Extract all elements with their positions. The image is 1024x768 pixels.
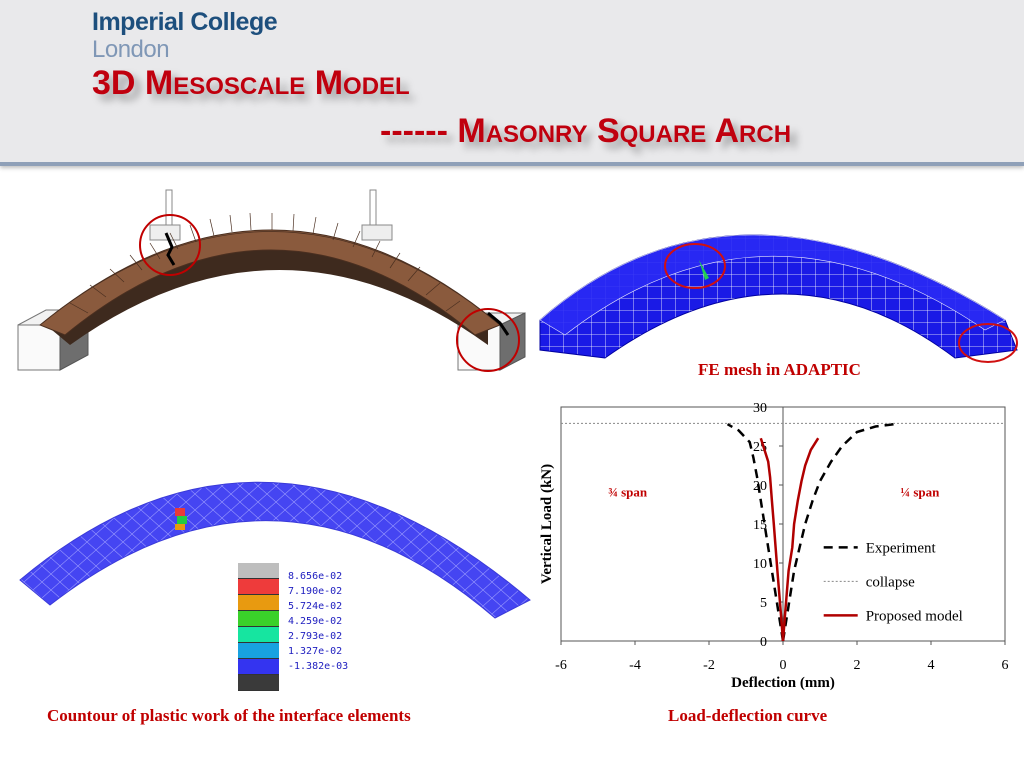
scale-swatch <box>238 611 279 627</box>
x-tick-label: -6 <box>555 658 567 673</box>
y-tick-label: 0 <box>760 635 767 650</box>
scale-swatch <box>238 627 279 643</box>
slide-title: 3D Mesoscale Model <box>92 64 410 102</box>
x-tick-label: 2 <box>854 658 861 673</box>
fe-damage-highlight <box>664 243 726 289</box>
annotation-label: ¾ span <box>608 485 648 500</box>
scale-label: 8.656e-02 <box>288 571 343 582</box>
slide-header: Imperial College London 3D Mesoscale Mod… <box>0 0 1024 166</box>
scale-label: -1.382e-03 <box>288 661 349 672</box>
logo-imperial-college: Imperial College <box>92 8 278 36</box>
scale-swatch <box>238 579 279 595</box>
caption-load-deflection: Load-deflection curve <box>668 706 828 725</box>
scale-swatch <box>238 659 279 675</box>
x-tick-label: -4 <box>629 658 641 673</box>
annotation-label: ¼ span <box>900 485 940 500</box>
scale-swatch <box>238 563 279 579</box>
brick-joints <box>54 212 486 314</box>
x-tick-label: 6 <box>1002 658 1009 673</box>
x-tick-label: 0 <box>780 658 787 673</box>
masonry-arch-render <box>17 189 526 372</box>
x-tick-label: -2 <box>703 658 715 673</box>
scale-swatch <box>238 595 279 611</box>
crack-highlight-right <box>456 308 520 372</box>
y-tick-label: 20 <box>753 479 767 494</box>
scale-swatch <box>238 675 279 691</box>
scale-label: 1.327e-02 <box>288 646 343 657</box>
fe-support-highlight <box>958 323 1018 363</box>
logo-london: London <box>92 36 170 63</box>
series-proposed-model <box>781 437 820 642</box>
caption-fe-mesh: FE mesh in ADAPTIC <box>698 360 861 379</box>
contour-render <box>19 481 531 619</box>
legend-label: Experiment <box>866 540 937 556</box>
fe-mesh-render <box>539 234 1018 363</box>
y-tick-label: 5 <box>760 596 767 611</box>
series-proposed-model <box>759 437 785 642</box>
series-experiment <box>781 422 895 642</box>
x-tick-label: 4 <box>928 658 935 673</box>
scale-label: 4.259e-02 <box>288 616 343 627</box>
color-scale-legend: 8.656e-02 7.190e-02 5.724e-02 4.259e-02 2.79… <box>238 563 388 691</box>
y-tick-label: 30 <box>753 401 767 416</box>
x-axis-label: Deflection (mm) <box>731 675 835 691</box>
scale-swatch <box>238 643 279 659</box>
legend-label: collapse <box>866 574 915 590</box>
caption-contour: Countour of plastic work of the interfac… <box>47 706 411 725</box>
scale-label: 5.724e-02 <box>288 601 343 612</box>
y-axis-label: Vertical Load (kN) <box>539 464 555 584</box>
scale-label: 7.190e-02 <box>288 586 343 597</box>
legend-label: Proposed model <box>866 608 963 624</box>
crack-highlight-left <box>139 214 201 276</box>
scale-label: 2.793e-02 <box>288 631 343 642</box>
slide-subtitle: ------ Masonry Square Arch <box>380 112 792 150</box>
y-tick-label: 10 <box>753 557 767 572</box>
